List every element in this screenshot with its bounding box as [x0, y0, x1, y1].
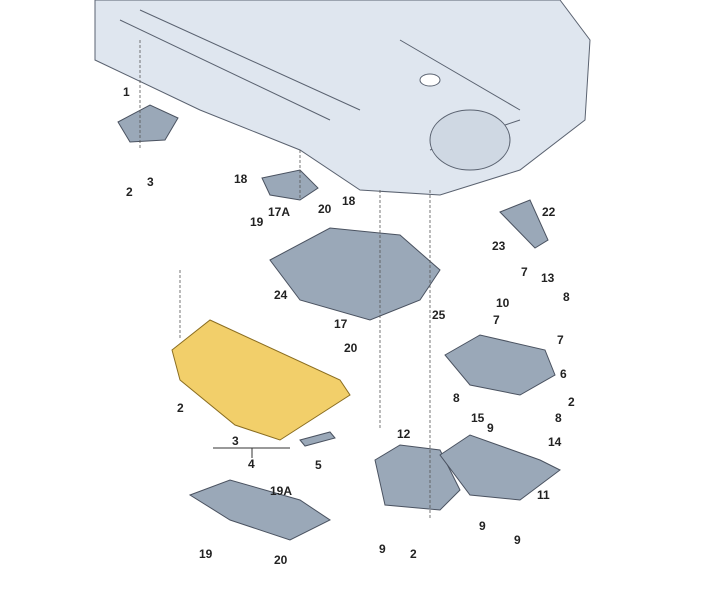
label-20: 20	[318, 202, 332, 216]
label-1: 1	[123, 85, 130, 99]
label-8: 8	[453, 391, 460, 405]
label-2: 2	[410, 547, 417, 561]
label-25: 25	[432, 308, 446, 322]
label-9: 9	[487, 421, 494, 435]
part-5	[299, 431, 336, 447]
label-4: 4	[248, 457, 255, 471]
label-13: 13	[541, 271, 555, 285]
label-18: 18	[342, 194, 356, 208]
label-11: 11	[537, 488, 550, 502]
label-15: 15	[471, 411, 485, 425]
label-14: 14	[548, 435, 562, 449]
part-22	[499, 199, 549, 249]
label-6: 6	[560, 367, 567, 381]
part-6	[444, 334, 556, 396]
label-24: 24	[274, 288, 288, 302]
label-23: 23	[492, 239, 506, 253]
label-2: 2	[177, 401, 184, 415]
label-2: 2	[568, 395, 575, 409]
label-7: 7	[493, 313, 500, 327]
label-9: 9	[514, 533, 521, 547]
label-9: 9	[379, 542, 386, 556]
label-3: 3	[147, 175, 154, 189]
vehicle-underbody	[94, 0, 591, 196]
label-18: 18	[234, 172, 248, 186]
part-12	[374, 444, 461, 511]
part-17A	[261, 169, 319, 201]
part-17	[269, 227, 441, 321]
label-17: 17	[334, 317, 348, 331]
label-8: 8	[555, 411, 562, 425]
part-11	[439, 434, 561, 501]
label-19a: 19A	[270, 484, 293, 498]
label-19: 19	[199, 547, 213, 561]
label-2: 2	[126, 185, 133, 199]
label-9: 9	[479, 519, 486, 533]
label-12: 12	[397, 427, 411, 441]
part-19A	[188, 479, 331, 541]
label-10: 10	[496, 296, 510, 310]
label-17a: 17A	[268, 205, 291, 219]
label-22: 22	[542, 205, 556, 219]
label-19: 19	[250, 215, 264, 229]
label-3: 3	[232, 434, 239, 448]
part-4-highlighted	[171, 319, 351, 441]
label-20: 20	[344, 341, 358, 355]
label-8: 8	[563, 290, 570, 304]
label-5: 5	[315, 458, 322, 472]
label-7: 7	[521, 265, 528, 279]
label-7: 7	[557, 333, 564, 347]
part-1	[117, 104, 179, 143]
label-20: 20	[274, 553, 288, 567]
